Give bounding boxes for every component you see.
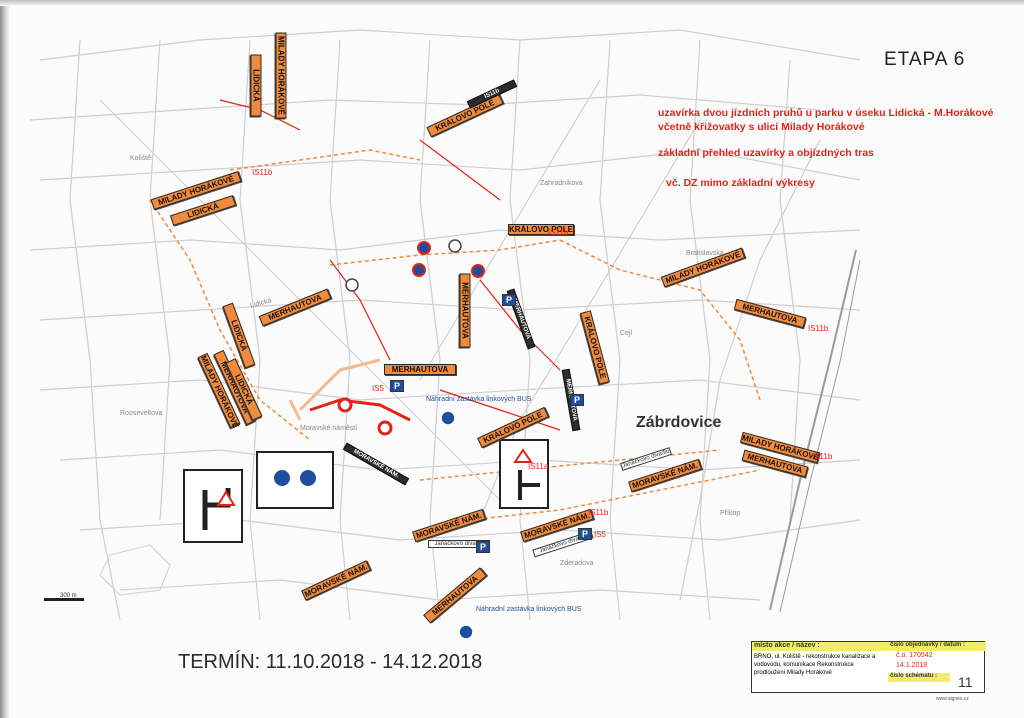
sign-code-label: IS11b xyxy=(808,324,829,333)
title-block: místo akce / název : BRNO, ul. Koliště -… xyxy=(751,641,986,693)
scan-edge-left xyxy=(0,0,10,718)
detour-route xyxy=(559,239,761,401)
street-line xyxy=(679,139,821,601)
sign-code-label: IS11a xyxy=(528,462,549,471)
sign-code-label: IS11b xyxy=(812,452,833,461)
detour-route xyxy=(229,149,421,171)
street-label: Bratislavská xyxy=(686,250,724,257)
parking-sign: P xyxy=(502,294,516,306)
street-line xyxy=(509,39,531,621)
lane-panel xyxy=(256,451,334,509)
street-label: Koliště xyxy=(130,155,152,162)
closure-line xyxy=(439,389,561,431)
sign-merhautova: MERHAUTOVA xyxy=(459,273,471,348)
order-label: číslo objednávky / datum : xyxy=(888,642,986,651)
district-label: Zábrdovice xyxy=(636,414,722,431)
street-line xyxy=(779,59,801,521)
stage-title: ETAPA 6 xyxy=(884,49,966,70)
overview-note: základní přehled uzavírky a objízdných t… xyxy=(658,147,874,159)
sign-code-label: IS5 xyxy=(372,384,385,393)
street-line xyxy=(689,39,711,621)
closure-intersection xyxy=(309,397,411,436)
street-line xyxy=(39,379,861,401)
publisher-site: www.signex.cz xyxy=(936,696,969,702)
street-line xyxy=(59,449,861,471)
street-label: Cejl xyxy=(620,330,633,337)
closure-line xyxy=(329,259,391,361)
no-stopping-sign xyxy=(471,264,485,278)
order-date: 14.1.2018 xyxy=(896,662,928,669)
closure-note-line-1: uzavírka dvou jízdních pruhů u parku v ú… xyxy=(658,107,994,119)
bus-stop-sign xyxy=(440,410,456,426)
sign-code-label: IS11b xyxy=(252,168,273,177)
end-restriction-sign xyxy=(448,239,462,253)
scale-label: 300 m xyxy=(60,593,77,599)
detour-route xyxy=(149,199,311,441)
detour-routes xyxy=(149,149,761,521)
detour-route xyxy=(329,239,561,266)
schema-label: číslo schématu : xyxy=(888,673,950,682)
scan-edge-top xyxy=(0,0,1024,6)
closure-note-line-2: včetně křižovatky s ulicí Milady Horákov… xyxy=(658,121,865,133)
traffic-arrows xyxy=(288,358,381,421)
sign-code-label: IS11b xyxy=(548,228,569,237)
parking-sign: P xyxy=(570,394,584,406)
lane-panels xyxy=(183,439,549,543)
sign-code-label: IS5 xyxy=(594,530,607,539)
location-value: BRNO, ul. Koliště - rekonstrukce kanaliz… xyxy=(754,654,876,676)
sign-lidicka: LIDICKÁ xyxy=(250,54,262,117)
street-line xyxy=(69,39,121,621)
no-stopping-sign xyxy=(412,263,426,277)
round-traffic-signs xyxy=(345,239,485,640)
street-label: Rooseveltova xyxy=(120,410,163,417)
street-label: Zderadova xyxy=(560,560,594,567)
bus-stop-note: Náhradní zastávka linkových BUS xyxy=(476,606,582,613)
street-line xyxy=(419,39,441,621)
sign-milady-horakove: MILADY HORÁKOVÉ xyxy=(275,32,287,119)
scale-bar xyxy=(44,598,84,601)
street-label: Příkop xyxy=(720,510,741,517)
street-line xyxy=(119,579,761,601)
street-label: Zahradníkova xyxy=(540,180,583,187)
term-dates: TERMÍN: 11.10.2018 - 14.12.2018 xyxy=(178,651,483,673)
sign-kralovo-pole: KRÁLOVO POLE xyxy=(508,224,574,235)
street-line xyxy=(39,149,861,181)
street-line xyxy=(239,39,261,621)
bus-stop-note: Náhradní zastávka linkových BUS xyxy=(426,396,532,403)
parking-sign: P xyxy=(476,541,490,553)
detour-route xyxy=(469,469,761,521)
street-line xyxy=(29,229,861,251)
railway xyxy=(769,249,861,613)
fortress xyxy=(99,544,171,596)
street-line xyxy=(39,299,861,321)
no-stopping-sign xyxy=(417,241,431,255)
closure-lines xyxy=(219,99,561,431)
location-label: místo akce / název : xyxy=(752,642,888,651)
signage-note: vč. DZ mimo základní výkresy xyxy=(666,177,815,189)
sign-merhautova: MERHAUTOVA xyxy=(384,364,456,375)
bus-stop-sign xyxy=(458,624,474,640)
street-network xyxy=(29,29,861,621)
street-line xyxy=(329,39,351,621)
closure-line xyxy=(419,139,501,201)
detour-route xyxy=(419,449,721,481)
order-number: č.o. 170542 xyxy=(896,652,933,659)
street-line xyxy=(599,39,621,621)
parking-sign: P xyxy=(390,380,404,392)
schema-number: 11 xyxy=(958,674,973,690)
parking-sign: P xyxy=(578,528,592,540)
street-line xyxy=(149,39,171,521)
street-label: Moravské náměstí xyxy=(300,425,358,432)
sign-code-label: IS11b xyxy=(588,508,609,517)
end-restriction-sign xyxy=(345,278,359,292)
street-line xyxy=(39,29,861,61)
